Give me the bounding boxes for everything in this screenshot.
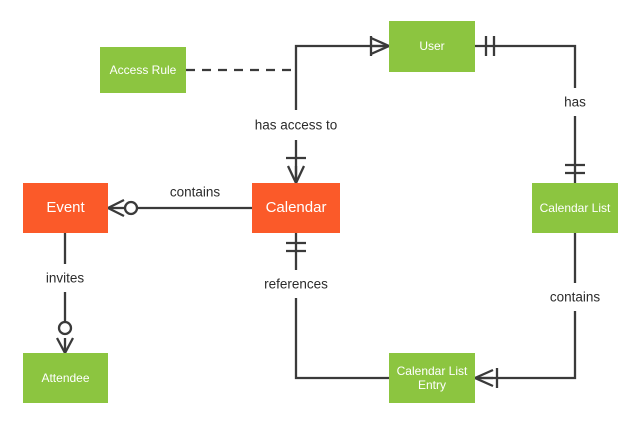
entity-label-access-rule: Access Rule — [109, 62, 177, 77]
cardinality-one-or-many-user-left — [369, 36, 390, 56]
cardinality-zero-or-many-attendee-top — [55, 320, 75, 354]
edge-label-has: has — [564, 94, 586, 110]
cardinality-one-and-only-one-calendar-list-top — [565, 163, 585, 175]
edge-label-has-access-to: has access to — [254, 117, 338, 133]
cardinality-one-and-only-one-calendar-bottom — [286, 241, 306, 253]
cardinality-one-or-many-calendar-top — [286, 156, 306, 184]
entity-label-calendar-list-entry: Calendar List Entry — [396, 363, 468, 392]
entity-calendar[interactable]: Calendar — [252, 183, 340, 233]
entity-attendee[interactable]: Attendee — [23, 353, 108, 403]
entity-label-user: User — [419, 39, 445, 54]
edge-calendar-references-lower — [294, 298, 389, 380]
entity-event[interactable]: Event — [23, 183, 108, 233]
entity-calendar-list[interactable]: Calendar List — [532, 183, 618, 233]
edge-label-references: references — [264, 276, 328, 292]
entity-access-rule[interactable]: Access Rule — [100, 47, 186, 93]
cardinality-one-or-many-entry-right — [474, 368, 499, 388]
edge-user-has-calendar-list-upper — [475, 44, 577, 88]
entity-label-attendee: Attendee — [41, 370, 90, 385]
entity-label-calendar-list: Calendar List — [539, 200, 611, 215]
edge-calendar-list-contains-lower — [475, 311, 577, 380]
entity-label-event: Event — [46, 199, 85, 217]
entity-calendar-list-entry[interactable]: Calendar List Entry — [389, 353, 475, 403]
entity-user[interactable]: User — [389, 21, 475, 72]
edge-label-contains-calendar-list: contains — [549, 289, 601, 305]
edge-label-invites: invites — [45, 270, 85, 286]
edge-label-contains-event-calendar: contains — [169, 184, 221, 200]
cardinality-zero-or-many-event-right — [107, 198, 139, 218]
cardinality-one-and-only-one-user-right — [484, 36, 496, 56]
edge-user-has-access-to-calendar — [294, 44, 389, 110]
entity-label-calendar: Calendar — [265, 199, 327, 217]
